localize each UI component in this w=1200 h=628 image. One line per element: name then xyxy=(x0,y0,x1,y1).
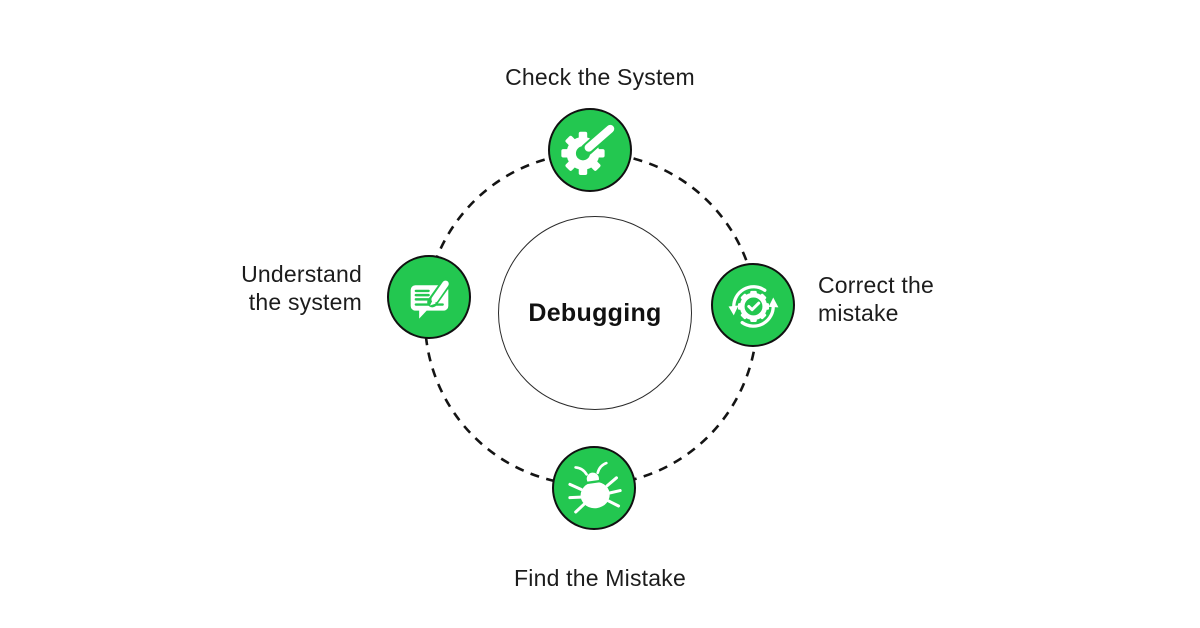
node-label-understand-system: Understand the system xyxy=(241,261,362,315)
node-label-find-mistake: Find the Mistake xyxy=(514,565,686,591)
sync-gear-check-icon xyxy=(728,284,778,328)
node-understand-system xyxy=(387,255,471,339)
node-check-system xyxy=(548,108,632,192)
bug-icon xyxy=(567,461,622,514)
node-find-mistake xyxy=(552,446,636,530)
message-edit-icon xyxy=(410,276,452,319)
node-label-check-system: Check the System xyxy=(505,64,695,90)
node-correct-mistake xyxy=(711,263,795,347)
center-circle: Debugging xyxy=(498,216,692,410)
center-label: Debugging xyxy=(528,298,662,327)
node-label-correct-mistake: Correct the mistake xyxy=(818,272,934,326)
gear-lever-icon xyxy=(560,119,619,175)
